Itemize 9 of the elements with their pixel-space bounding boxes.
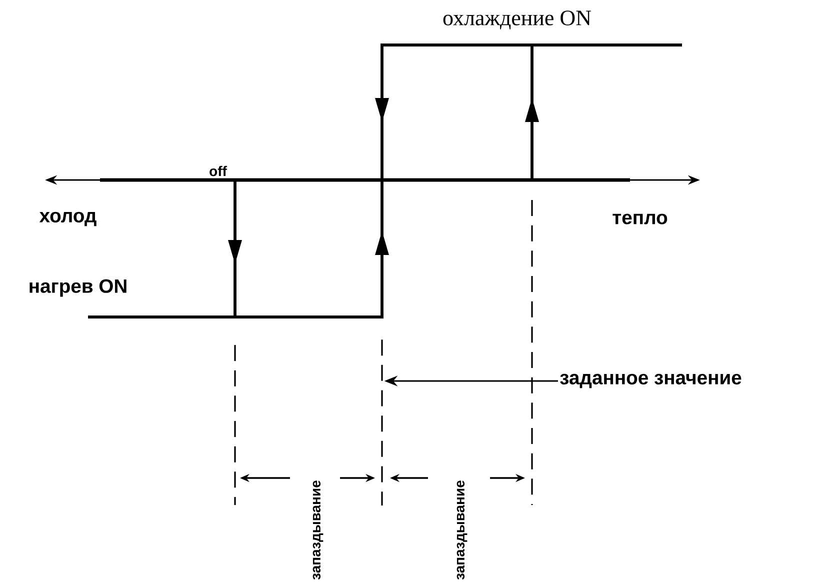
delay-label: запаздывание <box>312 480 324 580</box>
setpoint-label: заданное значение <box>560 374 742 388</box>
dashed-line <box>381 340 383 506</box>
warm-label: тепло <box>612 214 668 224</box>
heating-label: нагрев ON <box>30 279 126 297</box>
delay-label: запаздывание <box>456 480 468 580</box>
cold-label: холод <box>39 212 96 226</box>
off-label: off <box>210 166 227 176</box>
cooling-label: охлаждение ON <box>443 10 591 30</box>
